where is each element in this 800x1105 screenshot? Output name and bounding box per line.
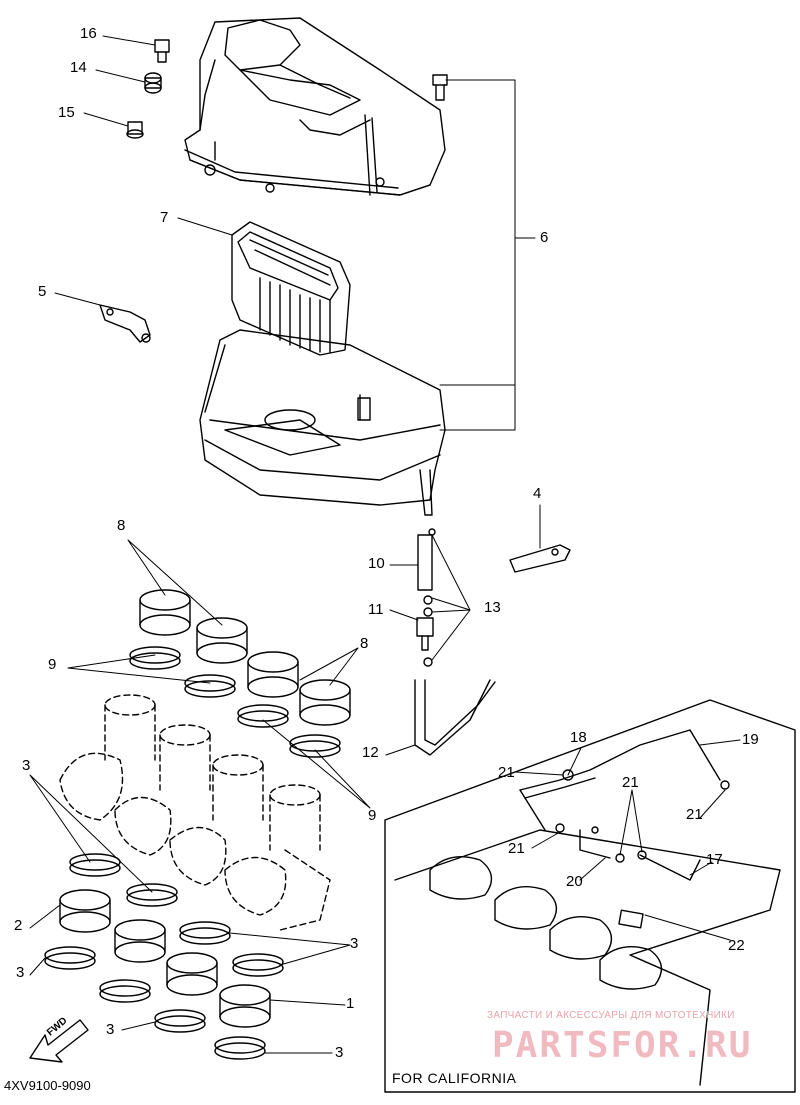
callout-2: 2	[14, 917, 23, 934]
callout-3-b: 3	[350, 935, 359, 952]
callout-21-d: 21	[508, 840, 525, 857]
region-label: FOR CALIFORNIA	[392, 1070, 517, 1086]
callout-6: 6	[540, 229, 549, 246]
clamps-9	[129, 646, 341, 758]
clamp-plate-4	[509, 544, 571, 573]
california-inset	[384, 699, 796, 1093]
callout-10: 10	[368, 555, 385, 572]
case-screw	[432, 74, 448, 101]
callout-9-left: 9	[48, 656, 57, 673]
callout-12: 12	[362, 744, 379, 761]
callout-4: 4	[533, 485, 542, 502]
callout-14: 14	[70, 59, 87, 76]
callout-8-top: 8	[117, 517, 126, 534]
air-cleaner-cover	[184, 17, 446, 196]
callout-13: 13	[484, 599, 501, 616]
watermark-brand: PARTSFOR.RU	[492, 1025, 753, 1066]
lower-joints-and-clamps	[44, 853, 284, 1060]
callout-21-a: 21	[498, 764, 515, 781]
callout-3-c: 3	[16, 964, 25, 981]
intake-joints-8	[139, 589, 351, 726]
air-filter-element	[231, 221, 351, 356]
watermark-caption: ЗАПЧАСТИ И АКСЕССУАРЫ ДЛЯ МОТОТЕХНИКИ	[487, 1010, 735, 1021]
callout-3-d: 3	[106, 1021, 115, 1038]
callout-21-c: 21	[686, 806, 703, 823]
callout-16: 16	[80, 25, 97, 42]
collar-15	[126, 121, 144, 139]
callout-22: 22	[728, 937, 745, 954]
callout-1: 1	[346, 995, 355, 1012]
cover-bolt-16	[154, 39, 170, 63]
callout-9-right: 9	[368, 807, 377, 824]
callout-5: 5	[38, 283, 47, 300]
callout-20: 20	[566, 873, 583, 890]
drain-hose-assembly	[414, 528, 496, 756]
carburetor-bodies	[59, 694, 331, 931]
diagram-code: 4XV9100-9090	[4, 1078, 91, 1093]
callout-18: 18	[570, 729, 587, 746]
bracket-5	[99, 304, 151, 343]
callout-19: 19	[742, 731, 759, 748]
air-cleaner-case	[199, 329, 446, 516]
callout-21-b: 21	[622, 774, 639, 791]
fwd-arrow-icon	[29, 1019, 89, 1063]
callout-3-a: 3	[22, 757, 31, 774]
callout-3-e: 3	[335, 1044, 344, 1061]
callout-11: 11	[368, 601, 384, 618]
grommet-14	[144, 72, 162, 94]
callout-15: 15	[58, 104, 75, 121]
leader-lines	[29, 35, 741, 1054]
callout-7: 7	[160, 209, 169, 226]
callout-8-right: 8	[360, 635, 369, 652]
callout-17: 17	[706, 851, 723, 868]
